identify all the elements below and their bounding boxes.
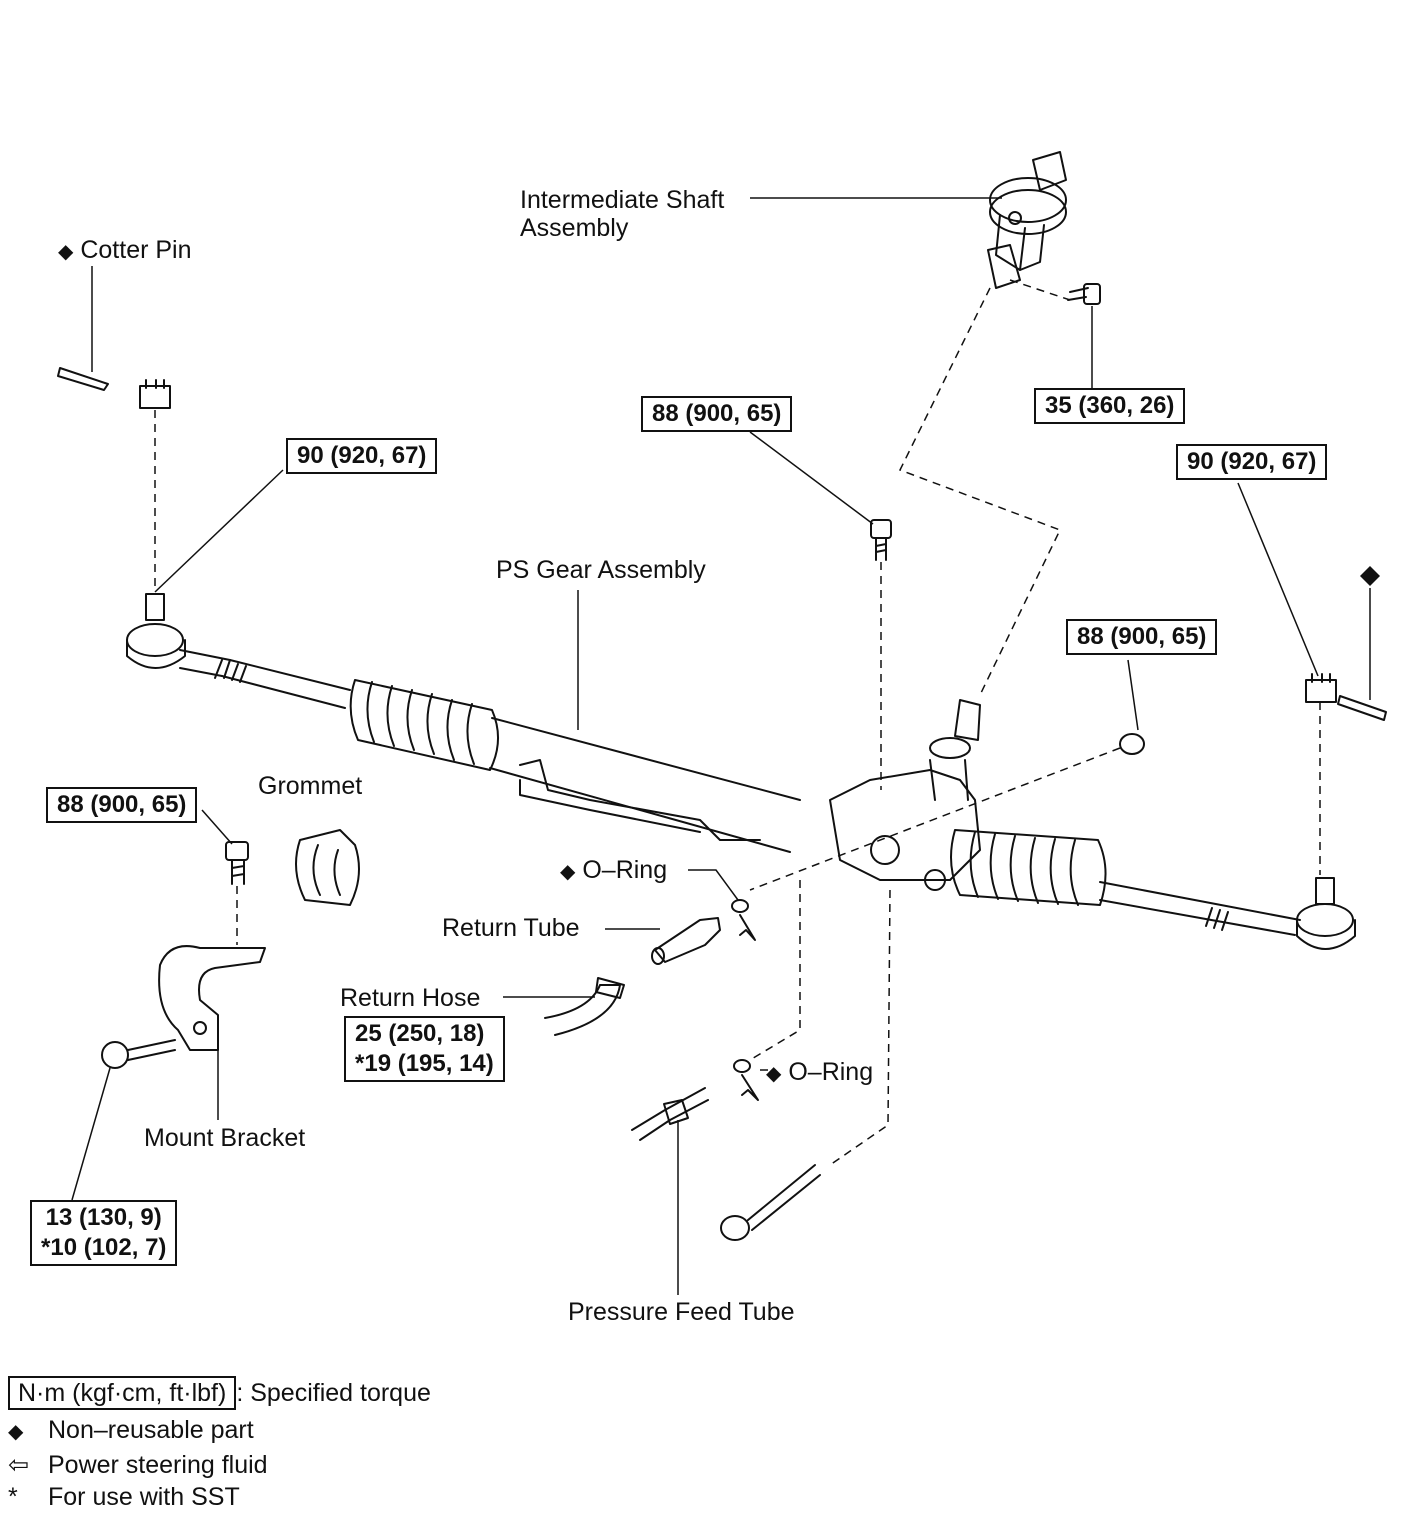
non-reusable-icon: ◆ (560, 861, 576, 883)
left-tie-rod-end-drawing (126, 593, 351, 709)
non-reusable-markers (1360, 566, 1380, 586)
left-cotter-pin-drawing (57, 367, 171, 409)
non-reusable-icon: ◆ (766, 1063, 782, 1085)
torque-return-hose-line2: *19 (195, 14) (355, 1050, 494, 1077)
leader-lines (71, 197, 1371, 1295)
grommet-drawing (295, 829, 360, 906)
pressure-feed-tube-label: Pressure Feed Tube (568, 1298, 795, 1326)
shaft-bolt-drawing (1067, 283, 1101, 305)
right-castle-nut-drawing (1305, 673, 1387, 721)
torque-box-gear-nut: 88 (900, 65) (1066, 619, 1218, 655)
legend-non-reusable: ◆ Non–reusable part (8, 1415, 254, 1447)
right-boot-drawing (950, 829, 1301, 936)
legend-torque-unit: N·m (kgf·cm, ft·lbf) (8, 1376, 237, 1410)
torque-box-mount-bolt: 13 (130, 9) *10 (102, 7) (30, 1200, 178, 1266)
bracket-bolt-drawing (225, 841, 249, 885)
non-reusable-icon: ◆ (58, 241, 74, 263)
return-tube-label: Return Tube (442, 914, 580, 942)
grommet-label: Grommet (258, 772, 363, 800)
legend-non-reusable-text: Non–reusable part (48, 1416, 254, 1444)
valve-body-drawing (829, 699, 981, 891)
legend-torque: N·m (kgf·cm, ft·lbf): Specified torque (8, 1376, 431, 1410)
legend-fluid: ⇦ Power steering fluid (8, 1450, 268, 1480)
mount-bolt-drawing (101, 1039, 176, 1069)
o-ring-upper-label: ◆ O–Ring (560, 856, 667, 886)
mount-bracket-drawing (158, 945, 266, 1051)
cotter-pin-label: ◆ Cotter Pin (58, 236, 192, 266)
right-tie-rod-end-drawing (1296, 877, 1356, 950)
torque-box-bracket-bolt: 88 (900, 65) (46, 787, 198, 823)
sst-asterisk-icon: * (8, 1483, 18, 1511)
intermediate-shaft-drawing (987, 151, 1067, 289)
o-ring-lower-text: O–Ring (788, 1058, 874, 1086)
left-boot-drawing (349, 679, 500, 771)
legend-sst-text: For use with SST (48, 1483, 240, 1511)
rack-housing-drawing (489, 717, 801, 853)
gear-nut-drawing (1119, 733, 1145, 755)
fluid-arrow-icon: ⇦ (8, 1451, 29, 1479)
torque-box-gear-bolt: 88 (900, 65) (641, 396, 793, 432)
legend-torque-desc: : Specified torque (236, 1379, 431, 1407)
cotter-pin-text: Cotter Pin (80, 236, 192, 264)
torque-box-left-tie-rod: 90 (920, 67) (286, 438, 438, 474)
return-hose-label: Return Hose (340, 984, 481, 1012)
long-gear-bolt-drawing (720, 1164, 821, 1241)
ps-gear-assembly-label: PS Gear Assembly (496, 556, 706, 584)
gear-bolt-drawing (870, 519, 892, 561)
o-ring-lower-label: ◆ O–Ring (766, 1058, 873, 1088)
o-rings-drawing (731, 899, 759, 1101)
o-ring-upper-text: O–Ring (582, 856, 668, 884)
intermediate-shaft-label-line2: Assembly (520, 214, 629, 242)
intermediate-shaft-label-line1: Intermediate Shaft (520, 186, 725, 214)
torque-mount-bolt-line2: *10 (102, 7) (41, 1234, 167, 1261)
return-tube-drawing (651, 917, 721, 965)
return-hose-drawing (544, 977, 625, 1036)
torque-box-intermediate-shaft: 35 (360, 26) (1034, 388, 1186, 424)
assembly-lines (154, 279, 1321, 1166)
legend-fluid-text: Power steering fluid (48, 1451, 268, 1479)
torque-box-right-tie-rod: 90 (920, 67) (1176, 444, 1328, 480)
non-reusable-icon: ◆ (8, 1421, 24, 1443)
torque-return-hose-line1: 25 (250, 18) (355, 1020, 485, 1047)
torque-box-return-hose: 25 (250, 18) *19 (195, 14) (344, 1016, 505, 1082)
pressure-feed-tube-drawing (631, 1087, 709, 1141)
legend-sst: * For use with SST (8, 1482, 240, 1512)
intermediate-shaft-label: Intermediate Shaft Assembly (520, 186, 724, 242)
torque-mount-bolt-line1: 13 (130, 9) (45, 1204, 162, 1231)
mount-bracket-label: Mount Bracket (144, 1124, 306, 1152)
